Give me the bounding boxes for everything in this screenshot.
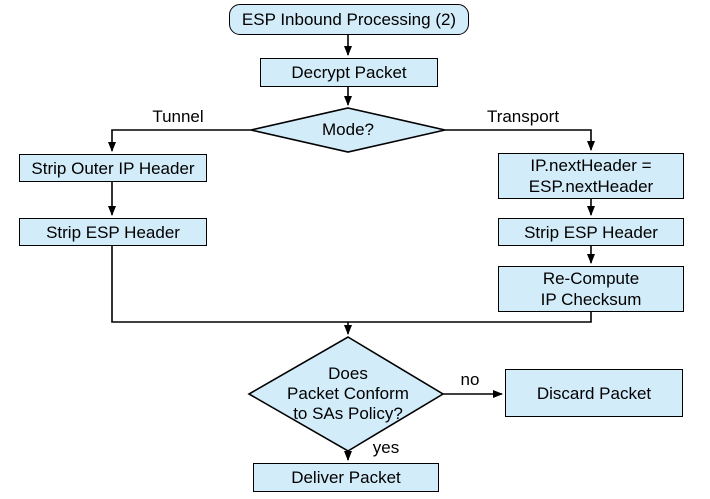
node-strip-esp-header-tunnel: Strip ESP Header <box>19 218 207 246</box>
mode-decision-shape <box>250 107 446 153</box>
node-strip-esp-header-transport: Strip ESP Header <box>498 218 684 246</box>
node-strip-outer-ip-header: Strip Outer IP Header <box>19 154 207 182</box>
edge-label-transport: Transport <box>486 107 560 126</box>
node-esp-inbound-processing-title: ESP Inbound Processing (2) <box>229 4 469 35</box>
node-discard-packet: Discard Packet <box>505 369 683 417</box>
mode-decision-label: Mode? <box>322 120 374 139</box>
connector-mode-transport-branch <box>445 129 595 151</box>
connector-transport-merge <box>348 312 592 323</box>
policy-decision-label: Does Packet Conform to SAs Policy? <box>287 364 409 423</box>
node-recompute-ip-checksum: Re-Compute IP Checksum <box>498 266 684 312</box>
node-decrypt-packet: Decrypt Packet <box>260 58 438 87</box>
connector-mode-tunnel-branch <box>108 129 251 152</box>
edge-label-yes: yes <box>372 438 400 457</box>
node-deliver-packet: Deliver Packet <box>253 463 439 492</box>
policy-decision-shape <box>247 336 445 452</box>
node-ip-nextheader-assign: IP.nextHeader = ESP.nextHeader <box>498 153 684 199</box>
edge-label-no: no <box>460 370 480 389</box>
connector-tunnel-merge <box>111 246 348 323</box>
edge-label-tunnel: Tunnel <box>152 107 204 126</box>
